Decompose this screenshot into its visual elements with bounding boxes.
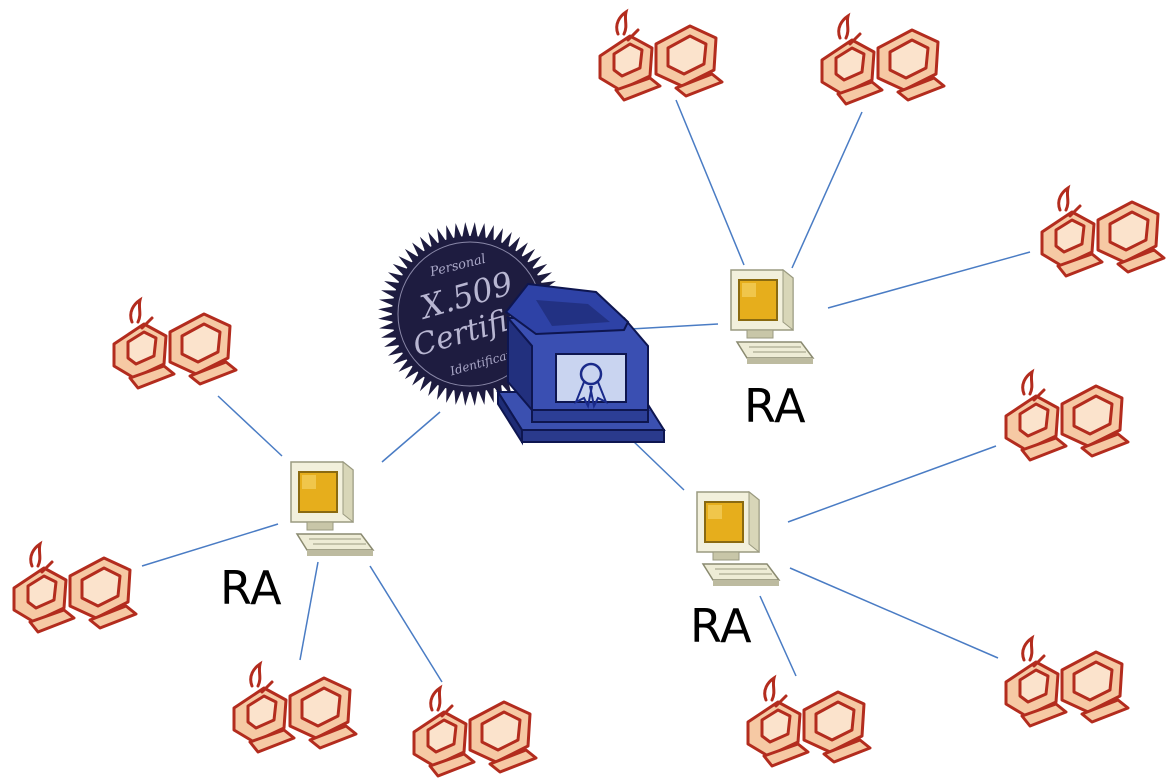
link-ra-r-client-1 [787,445,997,523]
link-ra-tr-client-3 [827,251,1031,309]
user-workstation-icon [1004,370,1130,462]
link-ra-tr-client-1 [675,99,745,266]
network-links [141,99,1031,683]
user-workstation-icon [746,676,872,768]
user-workstation-icon [232,662,358,754]
ra-label: RA [690,599,752,653]
link-ra-r-client-3 [759,595,797,677]
link-ra-l-client-1 [217,395,283,457]
ra-node-top-right: RA [729,268,815,433]
ra-label: RA [744,379,806,433]
user-workstation-icon [1004,636,1130,728]
user-workstation-icon [112,298,238,390]
link-ca-ra-right [631,439,685,491]
ra-node-left: RA [220,460,375,615]
computer-icon [695,490,781,588]
user-workstation-icon [1040,186,1166,278]
user-workstation-icon [598,10,724,102]
user-workstation-icon [412,686,538,778]
certificate-authority-building-icon [496,282,666,446]
link-ra-tr-client-2 [791,111,863,269]
link-ca-ra-left [381,411,441,463]
user-workstation-icon [820,14,946,106]
link-ra-l-client-2 [141,523,279,567]
ra-node-right: RA [690,490,781,653]
computer-icon [729,268,815,366]
ra-label: RA [220,561,282,615]
user-workstation-icon [12,542,138,634]
computer-icon [289,460,375,558]
link-ra-l-client-3 [299,561,319,661]
link-ra-l-client-4 [369,565,443,683]
link-ra-r-client-2 [789,567,999,659]
